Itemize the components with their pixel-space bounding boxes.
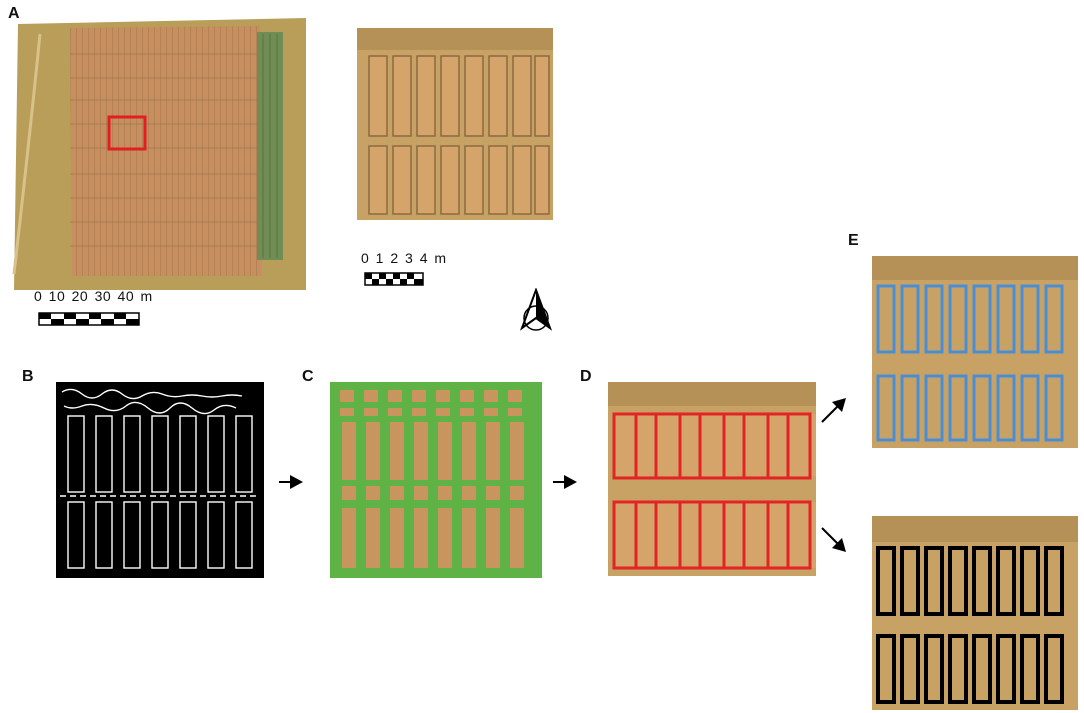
zoom-scale-bar [364, 272, 424, 286]
panel-e-black-plot-image [872, 516, 1078, 710]
arrow-up-right-icon [821, 398, 846, 423]
panel-a-letter: A [8, 5, 20, 22]
panel-e-letter: E [848, 232, 859, 249]
panel-a-scale-label: 0 10 20 30 40 m [34, 288, 153, 304]
panel-b-edge-image [56, 382, 264, 578]
panel-b-letter: B [22, 368, 34, 385]
panel-c-grid-image [330, 382, 542, 578]
zoom-region-box [107, 115, 147, 151]
zoom-scale-label: 0 1 2 3 4 m [361, 250, 447, 266]
panel-d-letter: D [580, 368, 592, 385]
north-arrow-icon [519, 288, 553, 331]
arrow-right-icon [279, 475, 303, 489]
panel-d-plot-image [608, 382, 816, 576]
panel-e-blue-plot-image [872, 256, 1078, 448]
zoom-crop-image [357, 28, 553, 220]
panel-a-aerial-image [12, 18, 306, 290]
panel-c-letter: C [302, 368, 314, 385]
arrow-right-icon [553, 475, 577, 489]
arrow-down-right-icon [821, 527, 846, 552]
panel-a-scale-bar [38, 312, 140, 326]
